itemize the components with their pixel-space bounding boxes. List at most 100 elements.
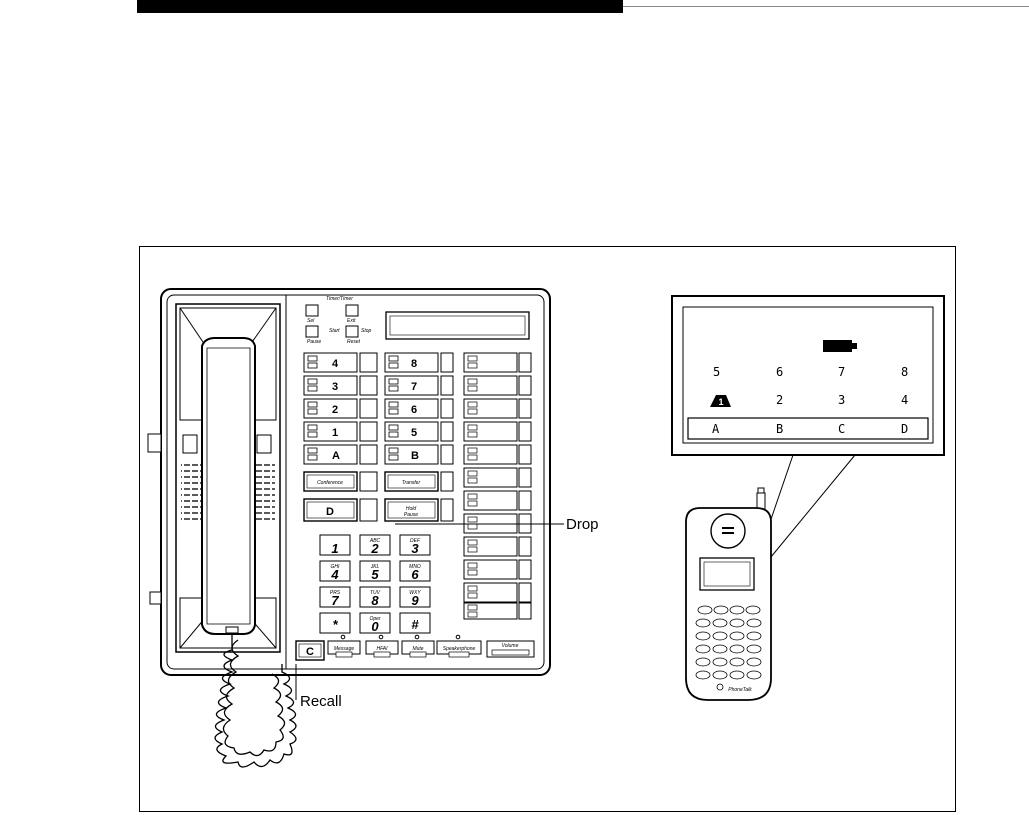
dial-key-0[interactable] [359,612,391,634]
conference-key[interactable] [303,471,358,492]
left-column-keys: 4 3 2 1 A [303,352,378,465]
dial-digit: 5 [371,567,379,582]
dial-digit: 0 [371,619,379,634]
dial-digit: 1 [331,541,338,556]
recall-callout: Recall [300,693,342,710]
dial-key-9[interactable] [399,586,431,608]
zoom-cell: 8 [901,365,908,379]
recall-key[interactable] [295,640,325,661]
line-key-2-label: 2 [332,404,338,416]
dial-letters: Oper [369,616,380,622]
svg-text:1: 1 [718,397,723,407]
mid-column-keys: 8 7 6 5 B [384,352,454,465]
header-rule [623,6,1029,7]
softkey-label: B [776,422,783,436]
hold-label: Hold [406,506,417,512]
handset-cord [214,634,297,768]
drop-key[interactable] [303,498,358,522]
dial-key-4[interactable] [319,560,351,582]
dial-digit: 3 [411,541,419,556]
line-key-8-label: 8 [411,358,417,370]
line-one-active-icon: 1 [710,395,731,407]
zoom-cell: 6 [776,365,783,379]
zoom-cell: 2 [776,393,783,407]
volume-label: Volume [502,643,519,649]
recall-key-label: C [306,646,314,658]
line-key-3-label: 3 [332,381,338,393]
dial-digit: 9 [411,593,419,608]
line-key-7-label: 7 [411,381,417,393]
dial-key-2[interactable] [359,534,391,556]
transfer-key[interactable] [384,471,439,492]
dial-letters: GHI [331,564,341,570]
transfer-label: Transfer [402,480,421,486]
pause-key[interactable] [305,325,319,338]
mute-label: Mute [412,646,423,652]
line-key-5-label: 5 [411,427,417,439]
zoom-cell: 4 [901,393,908,407]
line-key-1-label: 1 [332,427,338,439]
stop-label: Stop [361,328,372,334]
dial-letters: PRS [330,590,341,596]
dial-digit: 6 [411,567,419,582]
dial-key-5[interactable] [359,560,391,582]
zoom-cell: 7 [838,365,845,379]
exit-key[interactable] [345,304,359,317]
handset-keypad [695,605,762,691]
console-display [385,311,530,340]
line-key-4-label: 4 [332,358,339,370]
line-key-a-label: A [332,450,340,462]
dial-key-8[interactable] [359,586,391,608]
desk-console: Timer/Timer Sel Exit Start Stop Pause Re… [147,288,599,768]
reset-key[interactable] [345,325,359,338]
pause-label: Pause [307,339,321,345]
dial-key-3[interactable] [399,534,431,556]
exit-label: Exit [347,318,356,324]
start-label: Start [329,328,340,334]
hold-key[interactable] [384,498,439,522]
dial-key-7[interactable] [319,586,351,608]
bottom-keys: Message HFAI Mute Speakerphone Volume [327,634,535,658]
timer-header: Timer/Timer [326,296,353,302]
dial-letters: DEF [410,538,421,544]
hfai-label: HFAI [376,646,388,652]
dial-letters: TUV [370,590,381,596]
dial-digit: 7 [331,593,339,608]
zoomed-display: 5 6 7 8 1 2 3 4 A B C D [671,295,945,564]
wireless-handset: PhoneTalk [685,487,772,701]
handset-brand: PhoneTalk [728,687,752,693]
reset-label: Reset [347,339,361,345]
conference-label: Conference [317,480,343,486]
dial-key-1[interactable] [319,534,351,556]
dial-pad: 1 ABC 2 DEF 3 GHI 4 JKL 5 MNO 6 PRS 7 TU… [319,534,431,634]
battery-icon [823,340,857,352]
line-key-6-label: 6 [411,404,417,416]
dial-key-star[interactable] [319,612,351,634]
dial-digit: 2 [370,541,379,556]
dial-digit: # [411,617,419,632]
header-bar [137,0,623,13]
figure-frame [139,246,956,812]
sel-key[interactable] [305,304,319,317]
zoom-leader-right [765,454,856,564]
zoom-cell: 3 [838,393,845,407]
zoom-cell: 5 [713,365,720,379]
dial-letters: WXY [409,590,421,596]
drop-callout: Drop [566,516,599,533]
dial-digit: 4 [330,567,339,582]
dial-digit: * [332,617,338,632]
dial-letters: JKL [370,564,380,570]
softkey-row [687,417,929,440]
speakerphone-label: Speakerphone [443,646,476,652]
earpiece [710,513,746,549]
dial-key-pound[interactable] [399,612,431,634]
softkey-label: A [712,422,720,436]
handset-cradle [175,303,281,653]
softkey-label: D [901,422,908,436]
dial-key-6[interactable] [399,560,431,582]
sel-label: Sel [307,318,315,324]
line-key-b-label: B [411,450,419,462]
handset-display [699,557,755,591]
message-label: Message [334,646,355,652]
